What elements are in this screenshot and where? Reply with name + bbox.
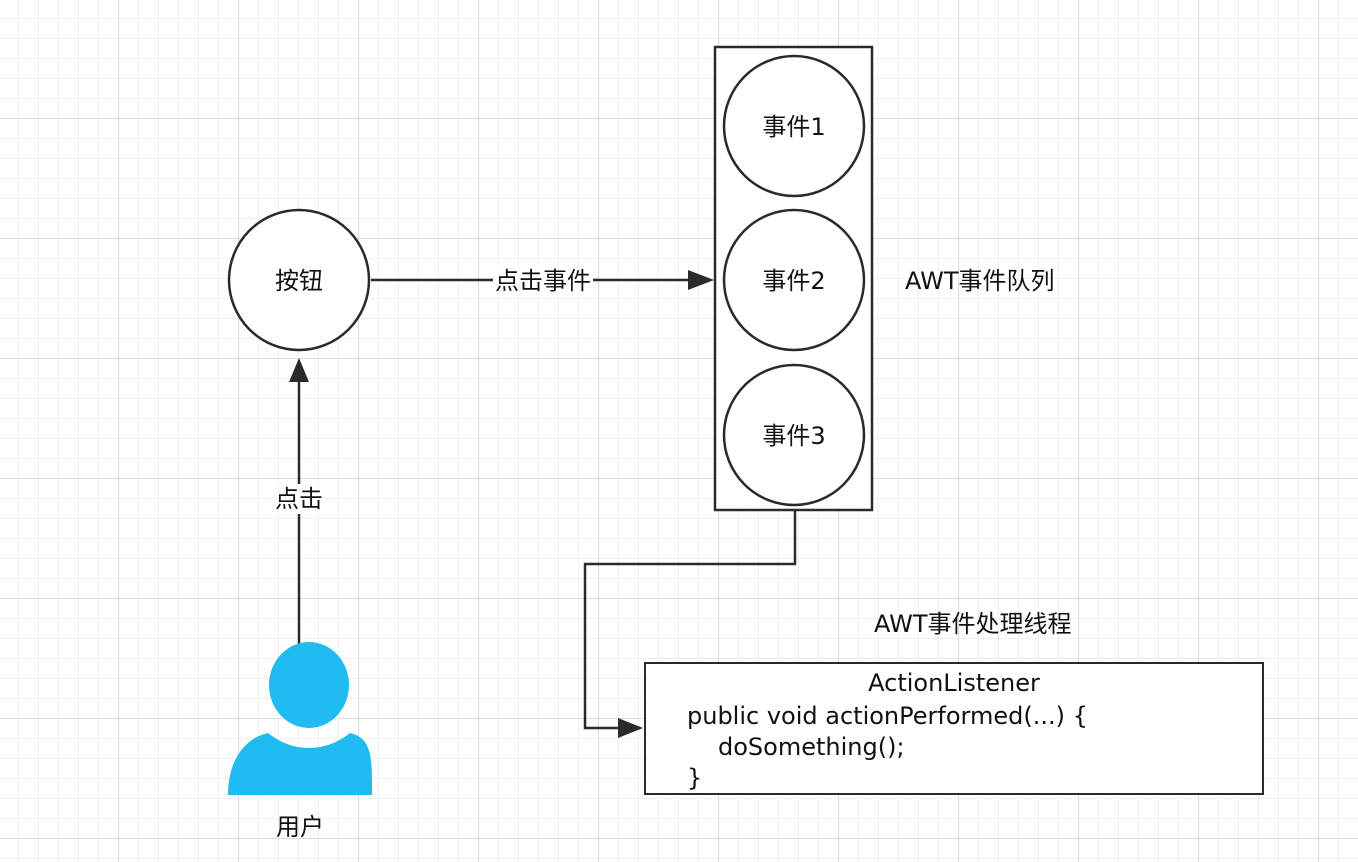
user-icon <box>228 642 373 795</box>
event2-node-label: 事件2 <box>762 267 826 295</box>
action-listener-title: ActionListener <box>868 669 1040 697</box>
dispatch-thread-label: AWT事件处理线程 <box>874 610 1072 638</box>
event1-node <box>722 54 866 198</box>
event3-node <box>722 363 866 507</box>
queue-label: AWT事件队列 <box>905 267 1055 295</box>
code-line-body: doSomething(); <box>718 733 905 761</box>
event3-node-label: 事件3 <box>762 422 826 450</box>
edge-label-click-event: 点击事件 <box>493 266 593 296</box>
action-listener-box: ActionListener public void actionPerform… <box>644 662 1264 795</box>
edge-queue-to-listener <box>583 507 797 738</box>
button-node-label: 按钮 <box>275 267 323 295</box>
code-line-signature: public void actionPerformed(...) { <box>687 702 1088 730</box>
button-node <box>227 208 371 352</box>
event2-node <box>722 208 866 352</box>
edge-label-click: 点击 <box>273 484 325 514</box>
event1-node-label: 事件1 <box>762 113 826 141</box>
code-line-close: } <box>687 764 703 792</box>
user-label: 用户 <box>276 813 324 841</box>
